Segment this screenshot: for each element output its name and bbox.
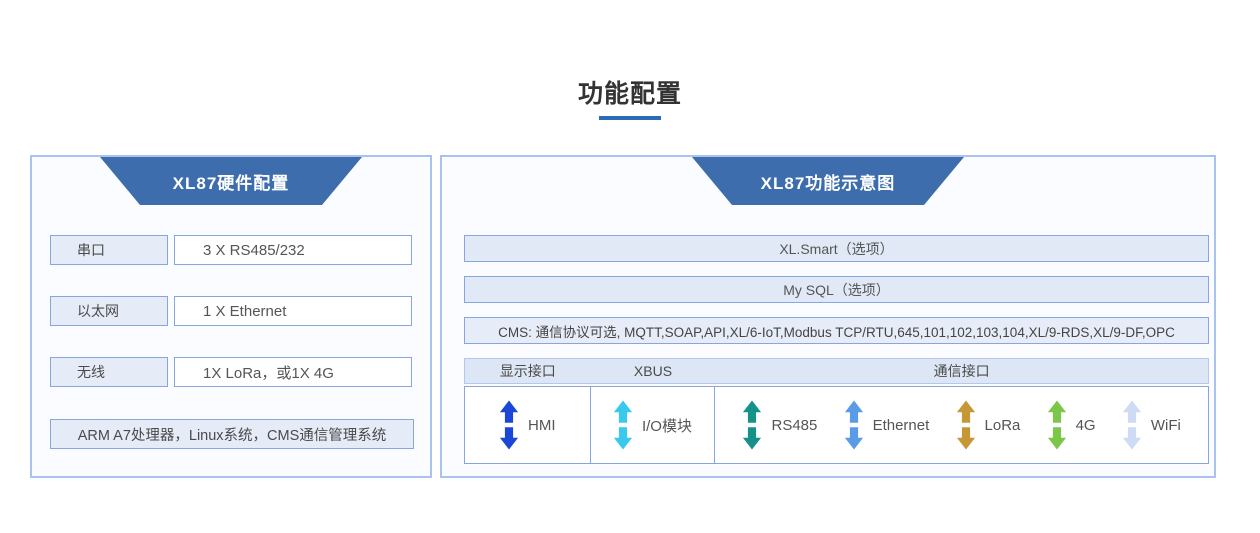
- page-title: 功能配置: [577, 80, 682, 108]
- hw-label-serial: 串口: [50, 235, 168, 265]
- connector-io-module: I/O模块: [613, 399, 692, 451]
- function-diagram-panel: XL87功能示意图 XL.Smart（选项） My SQL（选项） CMS: 通…: [440, 155, 1216, 478]
- connector-label: 4G: [1075, 416, 1096, 434]
- double-arrow-icon: [1047, 400, 1066, 450]
- hw-label-ethernet: 以太网: [50, 296, 168, 326]
- cms-protocols-row: CMS: 通信协议可选, MQTT,SOAP,API,XL/6-IoT,Modb…: [464, 317, 1209, 344]
- double-arrow-icon: [956, 400, 975, 450]
- hardware-config-header: XL87硬件配置: [100, 157, 362, 205]
- connector-label: HMI: [528, 416, 556, 434]
- connector-label: LoRa: [984, 416, 1021, 434]
- title-underline: [599, 116, 661, 120]
- hw-value-ethernet: 1 X Ethernet: [174, 296, 412, 326]
- header-display-interface: 显示接口: [499, 363, 556, 379]
- header-comm-interface: 通信接口: [933, 363, 990, 379]
- option-row-xlsmart: XL.Smart（选项）: [464, 235, 1209, 262]
- connector-label: I/O模块: [641, 417, 692, 435]
- connector-label: RS485: [771, 416, 818, 434]
- connector-rs485: RS485: [742, 399, 817, 451]
- function-diagram-header: XL87功能示意图: [692, 157, 964, 205]
- cell-display-interface: HMI: [465, 387, 591, 463]
- connector-label: WiFi: [1150, 416, 1181, 434]
- double-arrow-icon: [743, 400, 762, 450]
- interface-table-body: HMI I/O模块 RS485: [464, 386, 1209, 464]
- hw-label-wireless: 无线: [50, 357, 168, 387]
- cell-comm-interface: RS485 Ethernet LoRa: [715, 387, 1208, 463]
- double-arrow-icon: [499, 400, 519, 450]
- connector-lora: LoRa: [956, 399, 1021, 451]
- hw-value-serial: 3 X RS485/232: [174, 235, 412, 265]
- double-arrow-icon: [613, 400, 633, 450]
- double-arrow-icon: [844, 400, 863, 450]
- connector-hmi: HMI: [499, 399, 556, 451]
- connector-ethernet: Ethernet: [844, 399, 930, 451]
- hardware-config-panel: XL87硬件配置 串口 3 X RS485/232 以太网 1 X Ethern…: [30, 155, 432, 478]
- cell-xbus: I/O模块: [591, 387, 716, 463]
- connector-wifi: WiFi: [1122, 399, 1181, 451]
- connector-4g: 4G: [1047, 399, 1096, 451]
- hw-value-wireless: 1X LoRa，或1X 4G: [174, 357, 412, 387]
- double-arrow-icon: [1122, 400, 1141, 450]
- hw-platform-summary: ARM A7处理器，Linux系统，CMS通信管理系统: [50, 419, 414, 449]
- interface-table-header: 显示接口 XBUS 通信接口: [464, 358, 1209, 384]
- connector-label: Ethernet: [872, 416, 930, 434]
- option-row-mysql: My SQL（选项）: [464, 276, 1209, 303]
- header-xbus: XBUS: [633, 363, 673, 379]
